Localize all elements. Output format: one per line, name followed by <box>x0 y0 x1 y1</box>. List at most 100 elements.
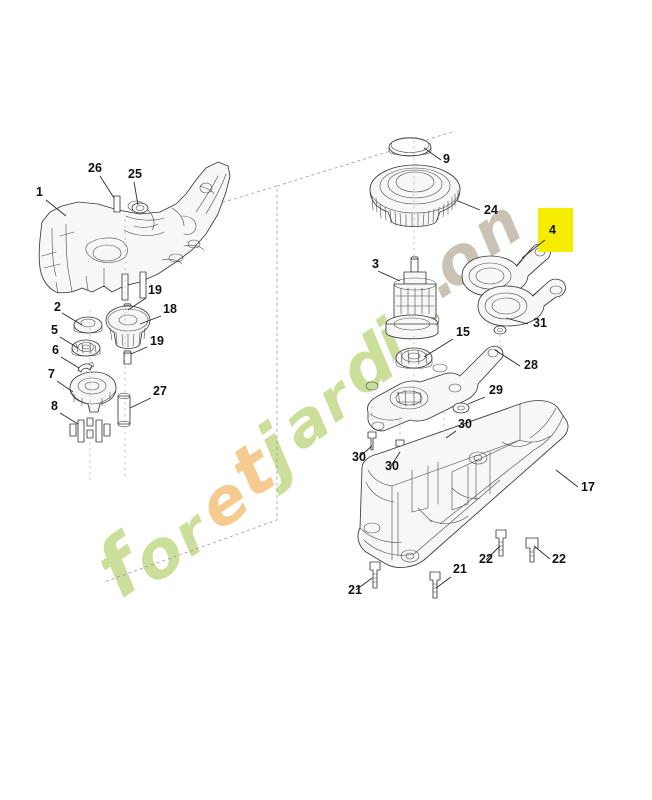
leader-line <box>555 469 579 488</box>
leader-line <box>130 346 148 355</box>
callout-31: 31 <box>505 316 547 330</box>
leader-line <box>467 396 486 405</box>
leader-line <box>129 397 152 409</box>
callout-18: 18 <box>139 302 177 325</box>
leader-line <box>60 356 80 369</box>
callout-5: 5 <box>51 323 79 349</box>
part-3-pinion-shaft <box>385 255 440 340</box>
callout-number: 19 <box>150 334 164 348</box>
callout-27: 27 <box>129 384 167 409</box>
callout-number: 18 <box>163 302 177 316</box>
screw-30-b <box>367 431 377 451</box>
leader-line <box>457 200 481 211</box>
callout-6: 6 <box>52 343 80 369</box>
part-2-bushing <box>73 316 103 334</box>
callout-28: 28 <box>494 349 538 372</box>
callout-number: 26 <box>88 161 102 175</box>
callout-number: 30 <box>458 417 472 431</box>
part-29-bush <box>452 402 470 414</box>
callout-number: 29 <box>489 383 503 397</box>
callout-7: 7 <box>48 367 74 393</box>
part-5-bearing <box>71 339 101 357</box>
leader-line <box>485 545 501 561</box>
leader-line <box>127 297 147 311</box>
part-27-sleeve <box>117 392 131 428</box>
callout-number: 4 <box>549 223 556 237</box>
callout-number: 22 <box>552 552 566 566</box>
part-28-cover-plate <box>365 345 504 432</box>
callout-22: 22 <box>479 545 501 566</box>
part-4-lever-arm-second <box>477 278 566 327</box>
leader-line <box>59 412 79 425</box>
screw-22-a <box>495 529 507 557</box>
callout-22: 22 <box>533 545 566 566</box>
leader-line <box>133 181 139 206</box>
callout-number: 17 <box>581 480 595 494</box>
leader-line <box>521 239 546 259</box>
callout-19: 19 <box>127 283 162 311</box>
callout-3: 3 <box>372 257 401 282</box>
callout-29: 29 <box>467 383 503 405</box>
callout-17: 17 <box>555 469 595 494</box>
leader-line <box>377 270 401 282</box>
callout-number: 7 <box>48 367 55 381</box>
part-31-washer <box>493 325 507 335</box>
screw-21-a <box>369 561 381 589</box>
callout-19: 19 <box>130 334 164 355</box>
assembly-axis-right <box>371 140 501 440</box>
callout-30: 30 <box>352 445 373 464</box>
screw-21-b <box>429 571 441 599</box>
leader-line <box>505 317 529 325</box>
callout-21: 21 <box>435 562 467 589</box>
leader-line <box>358 445 373 458</box>
callout-8: 8 <box>51 399 79 425</box>
callout-number: 2 <box>54 300 61 314</box>
callout-number: 30 <box>385 459 399 473</box>
leader-line <box>423 147 442 161</box>
screw-22-b <box>525 537 539 563</box>
leader-line <box>99 175 115 199</box>
callout-15: 15 <box>423 325 470 358</box>
callout-number: 24 <box>484 203 498 217</box>
part-7-drive-plate <box>69 371 117 413</box>
part-24-gear-drum <box>369 164 461 228</box>
leader-line <box>56 380 74 393</box>
part-6-clip <box>77 361 95 373</box>
leader-line <box>45 199 67 217</box>
part-18-bevel-gear <box>105 305 151 349</box>
callout-24: 24 <box>457 200 498 217</box>
assembly-axis-left <box>89 218 126 480</box>
callout-30: 30 <box>385 451 401 473</box>
callout-9: 9 <box>423 147 450 166</box>
callout-number: 15 <box>456 325 470 339</box>
callout-30: 30 <box>445 417 472 439</box>
callout-number: 31 <box>533 316 547 330</box>
callout-number: 28 <box>524 358 538 372</box>
part-group-left-housing <box>38 161 231 301</box>
part-22-screws <box>495 529 539 563</box>
callout-number: 25 <box>128 167 142 181</box>
part-17-blade-housing <box>357 400 569 568</box>
part-15-bearing <box>395 347 433 369</box>
part-19b-pin <box>123 349 132 365</box>
callout-number: 9 <box>443 152 450 166</box>
callout-number: 30 <box>352 450 366 464</box>
leader-line <box>445 430 457 439</box>
callout-number: 21 <box>348 583 362 597</box>
leader-line <box>435 576 452 589</box>
callout-4-highlighted: 4 <box>521 223 556 259</box>
leader-line <box>139 315 162 325</box>
callout-25: 25 <box>128 167 142 206</box>
leader-line <box>494 349 521 367</box>
highlight-box-part-4[interactable] <box>538 208 573 252</box>
callout-number: 3 <box>372 257 379 271</box>
callout-number: 19 <box>148 283 162 297</box>
callout-number: 27 <box>153 384 167 398</box>
callout-number: 6 <box>52 343 59 357</box>
callout-21: 21 <box>348 577 373 597</box>
leader-line <box>533 545 551 560</box>
callout-number: 22 <box>479 552 493 566</box>
callout-26: 26 <box>88 161 115 199</box>
